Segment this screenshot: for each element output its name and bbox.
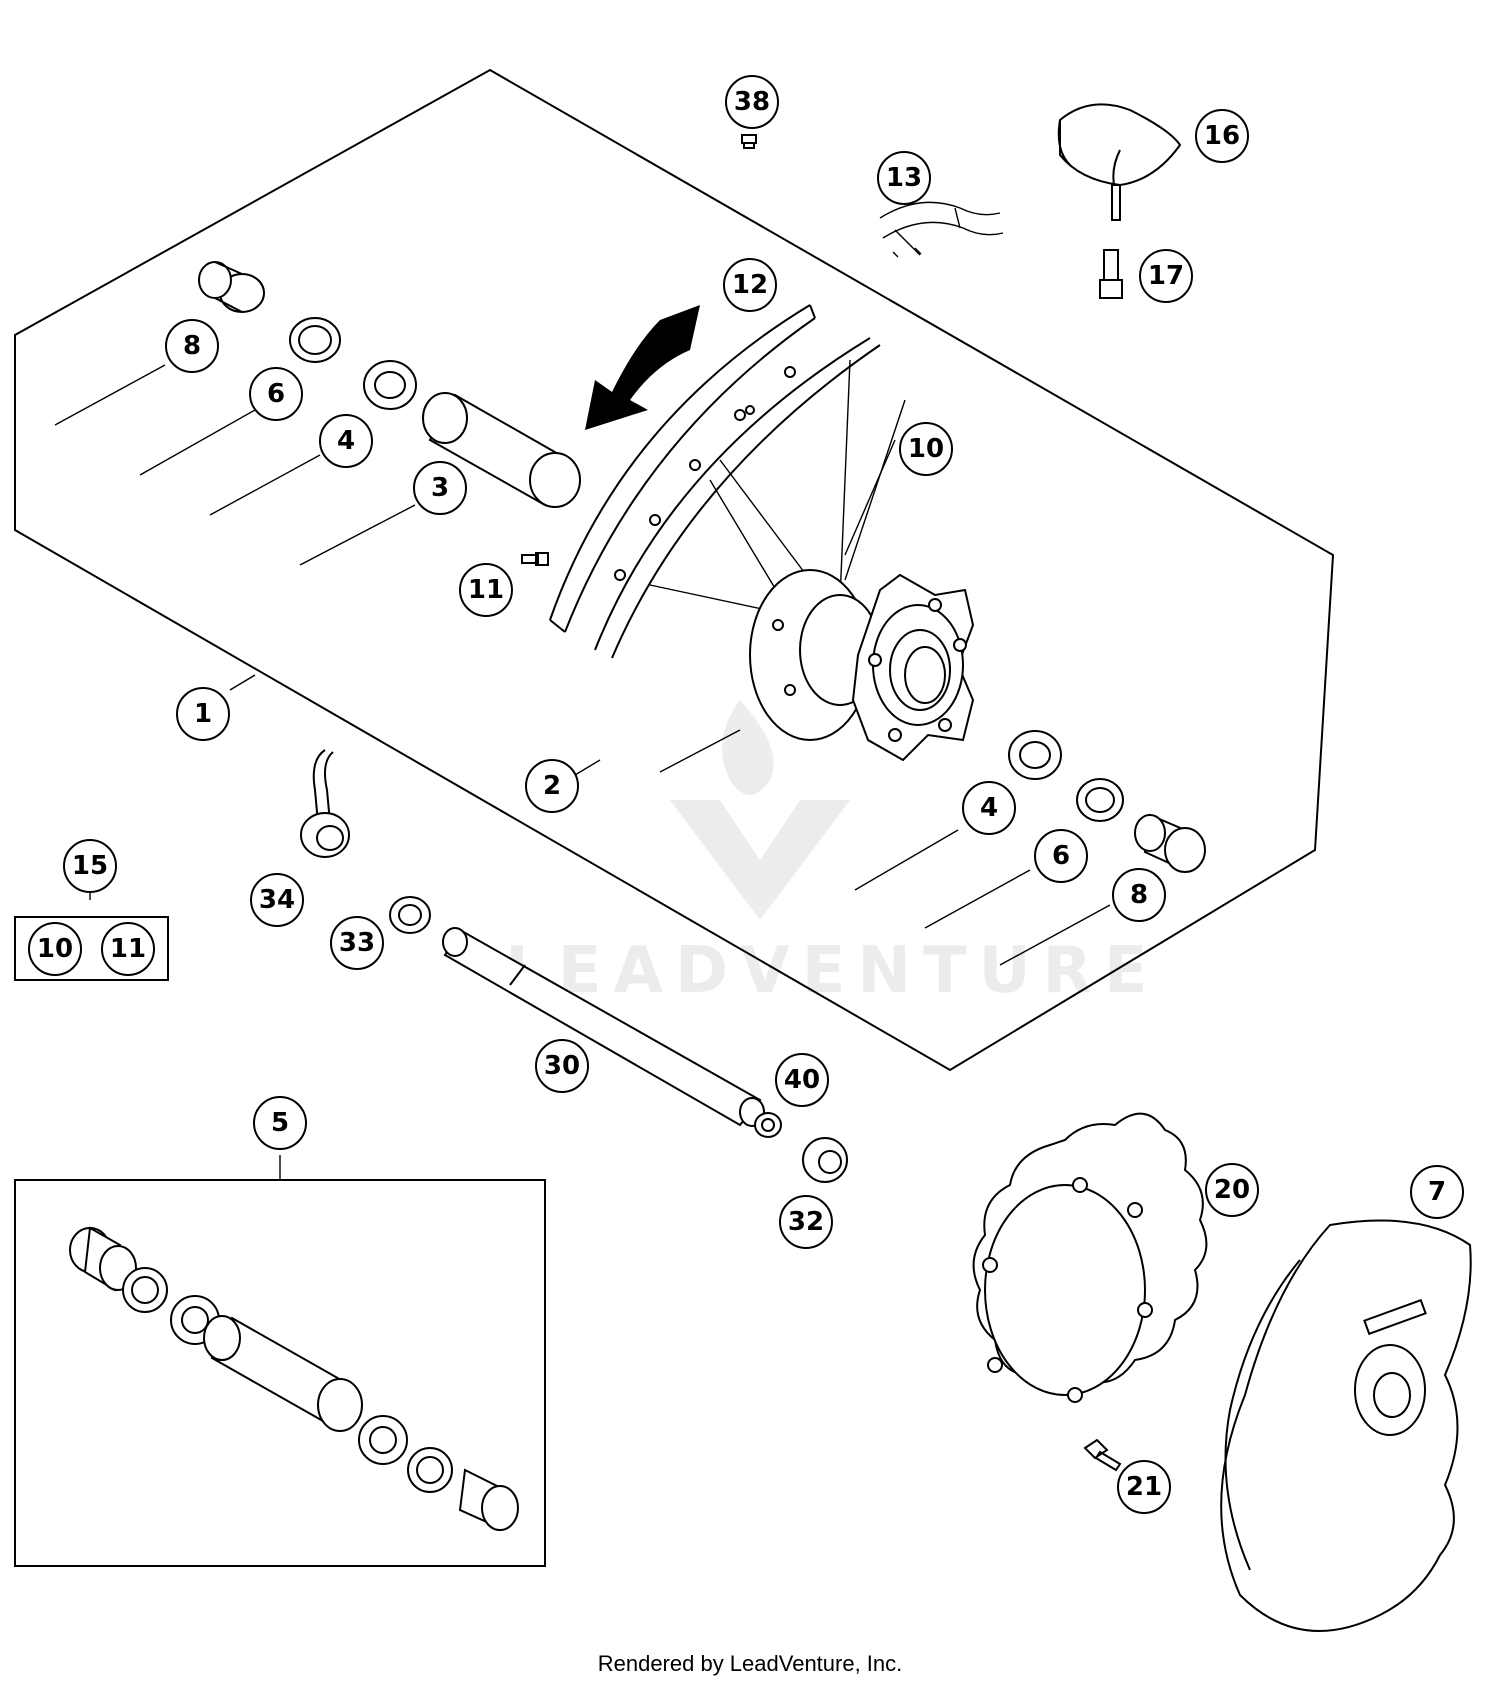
svg-text:6: 6 — [1052, 841, 1070, 871]
wheel-assembly-outline — [14, 68, 1335, 1072]
callout-7: 7 — [1410, 1165, 1464, 1219]
svg-text:4: 4 — [980, 793, 998, 823]
footer-credit: Rendered by LeadVenture, Inc. — [597, 1651, 903, 1676]
callout-38: 38 — [725, 75, 779, 129]
disc-bolt-part — [1083, 1438, 1122, 1472]
svg-text:8: 8 — [183, 331, 201, 361]
svg-text:2: 2 — [543, 771, 561, 801]
collar-part — [754, 1112, 782, 1138]
callout-12: 12 — [723, 258, 777, 312]
seal-part — [289, 317, 341, 363]
callout-8-right: 8 — [1112, 868, 1166, 922]
callout-34: 34 — [250, 873, 304, 927]
svg-text:10: 10 — [908, 434, 944, 464]
leader-lines — [54, 364, 1111, 1180]
callout-4-right: 4 — [962, 781, 1016, 835]
svg-text:10: 10 — [37, 934, 73, 964]
callout-17: 17 — [1139, 249, 1193, 303]
wheel-spindle-part — [442, 927, 765, 1127]
svg-text:11: 11 — [110, 934, 146, 964]
valve-part — [1099, 249, 1123, 299]
callout-10-kit: 10 — [28, 922, 82, 976]
watermark-text: LEADVENTURE — [505, 934, 1160, 1008]
sensor-ring-part — [300, 749, 350, 858]
callout-11-top: 11 — [459, 563, 513, 617]
callout-30: 30 — [535, 1039, 589, 1093]
svg-text:32: 32 — [788, 1207, 824, 1237]
callout-6-top: 6 — [249, 367, 303, 421]
callout-4-top: 4 — [319, 414, 373, 468]
callout-1: 1 — [176, 687, 230, 741]
callout-6-right: 6 — [1034, 829, 1088, 883]
svg-text:3: 3 — [431, 473, 449, 503]
svg-text:12: 12 — [732, 270, 768, 300]
callout-2: 2 — [525, 759, 579, 813]
kit-15-box — [14, 916, 169, 981]
spacer-part-right — [1134, 813, 1206, 873]
distance-sleeve-part — [422, 392, 581, 508]
callout-33: 33 — [330, 916, 384, 970]
bearing-part — [363, 360, 417, 410]
callout-21: 21 — [1117, 1460, 1171, 1514]
svg-text:38: 38 — [734, 87, 770, 117]
callout-16: 16 — [1195, 109, 1249, 163]
bearing-part-right — [1008, 730, 1062, 780]
svg-text:11: 11 — [468, 575, 504, 605]
brake-disc-part — [972, 1112, 1208, 1403]
spoke-nipple-part — [521, 552, 549, 566]
svg-text:5: 5 — [271, 1108, 289, 1138]
hub-part — [749, 569, 975, 762]
callout-15: 15 — [63, 839, 117, 893]
svg-text:6: 6 — [267, 379, 285, 409]
svg-text:40: 40 — [784, 1065, 820, 1095]
rim-part — [549, 304, 881, 659]
spacer-part — [198, 261, 265, 313]
callout-13: 13 — [877, 151, 931, 205]
callout-20: 20 — [1205, 1163, 1259, 1217]
kit-5-box — [14, 1179, 546, 1567]
svg-text:34: 34 — [259, 885, 295, 915]
svg-text:8: 8 — [1130, 880, 1148, 910]
inner-tube-part — [1057, 103, 1182, 221]
direction-arrow-icon — [585, 305, 700, 430]
svg-text:33: 33 — [339, 928, 375, 958]
svg-text:20: 20 — [1214, 1175, 1250, 1205]
svg-text:4: 4 — [337, 426, 355, 456]
kit-5-parts — [69, 1226, 519, 1531]
axle-nut-part — [802, 1137, 848, 1183]
rim-tape-part — [879, 201, 1004, 258]
disc-guard-part — [1220, 1219, 1472, 1632]
callout-3: 3 — [413, 461, 467, 515]
svg-text:21: 21 — [1126, 1472, 1162, 1502]
callout-5: 5 — [253, 1096, 307, 1150]
valve-cap-part — [741, 134, 757, 149]
svg-text:13: 13 — [886, 163, 922, 193]
callout-40: 40 — [775, 1053, 829, 1107]
watermark-logo — [670, 700, 850, 920]
callout-10-top: 10 — [899, 422, 953, 476]
callout-32: 32 — [779, 1195, 833, 1249]
callout-11-kit: 11 — [101, 922, 155, 976]
svg-text:7: 7 — [1428, 1177, 1446, 1207]
callout-8-top: 8 — [165, 319, 219, 373]
svg-text:16: 16 — [1204, 121, 1240, 151]
svg-text:15: 15 — [72, 851, 108, 881]
seal-part-right — [1076, 778, 1124, 822]
svg-text:1: 1 — [194, 699, 212, 729]
shaft-seal-part — [389, 896, 431, 934]
svg-text:30: 30 — [544, 1051, 580, 1081]
svg-text:17: 17 — [1148, 261, 1184, 291]
